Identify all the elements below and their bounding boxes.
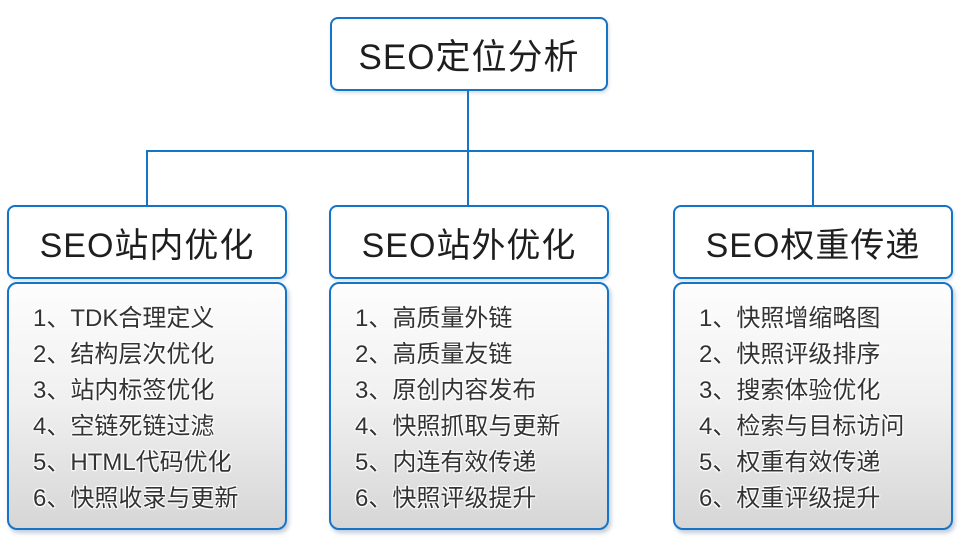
list-item: 6、权重评级提升 <box>699 485 881 512</box>
list-item: 3、站内标签优化 <box>33 377 215 404</box>
list-item: 1、TDK合理定义 <box>33 305 215 332</box>
branch-offsite-title: SEO站外优化 <box>361 226 577 265</box>
list-item: 3、原创内容发布 <box>355 377 537 404</box>
list-item: 4、空链死链过滤 <box>33 413 215 440</box>
branch-offsite-header: SEO站外优化 <box>329 205 609 279</box>
connector-root-to-center-branch <box>467 91 469 207</box>
connector-horizontal-bus <box>146 150 814 152</box>
list-item: 6、快照评级提升 <box>355 485 537 512</box>
list-item: 4、快照抓取与更新 <box>355 413 561 440</box>
branch-weight-list: 1、快照增缩略图 2、快照评级排序 3、搜索体验优化 4、检索与目标访问 5、权… <box>673 282 953 530</box>
branch-onsite-title: SEO站内优化 <box>39 226 255 265</box>
list-item: 1、高质量外链 <box>355 305 513 332</box>
root-node: SEO定位分析 <box>330 17 608 91</box>
branch-weight-title: SEO权重传递 <box>705 226 921 265</box>
list-item: 5、HTML代码优化 <box>33 449 232 476</box>
branch-offsite-optimization: SEO站外优化 1、高质量外链 2、高质量友链 3、原创内容发布 4、快照抓取与… <box>329 205 609 530</box>
list-item: 1、快照增缩略图 <box>699 305 881 332</box>
list-item: 2、高质量友链 <box>355 341 513 368</box>
connector-drop-right-branch <box>812 150 814 207</box>
list-item: 4、检索与目标访问 <box>699 413 905 440</box>
root-node-title: SEO定位分析 <box>358 37 580 77</box>
list-item: 5、权重有效传递 <box>699 449 881 476</box>
list-item: 6、快照收录与更新 <box>33 485 239 512</box>
branch-onsite-optimization: SEO站内优化 1、TDK合理定义 2、结构层次优化 3、站内标签优化 4、空链… <box>7 205 287 530</box>
branch-onsite-header: SEO站内优化 <box>7 205 287 279</box>
list-item: 2、结构层次优化 <box>33 341 215 368</box>
branch-weight-transfer: SEO权重传递 1、快照增缩略图 2、快照评级排序 3、搜索体验优化 4、检索与… <box>673 205 953 530</box>
branch-onsite-list: 1、TDK合理定义 2、结构层次优化 3、站内标签优化 4、空链死链过滤 5、H… <box>7 282 287 530</box>
branch-weight-header: SEO权重传递 <box>673 205 953 279</box>
list-item: 3、搜索体验优化 <box>699 377 881 404</box>
connector-drop-left-branch <box>146 150 148 207</box>
list-item: 2、快照评级排序 <box>699 341 881 368</box>
branch-offsite-list: 1、高质量外链 2、高质量友链 3、原创内容发布 4、快照抓取与更新 5、内连有… <box>329 282 609 530</box>
list-item: 5、内连有效传递 <box>355 449 537 476</box>
